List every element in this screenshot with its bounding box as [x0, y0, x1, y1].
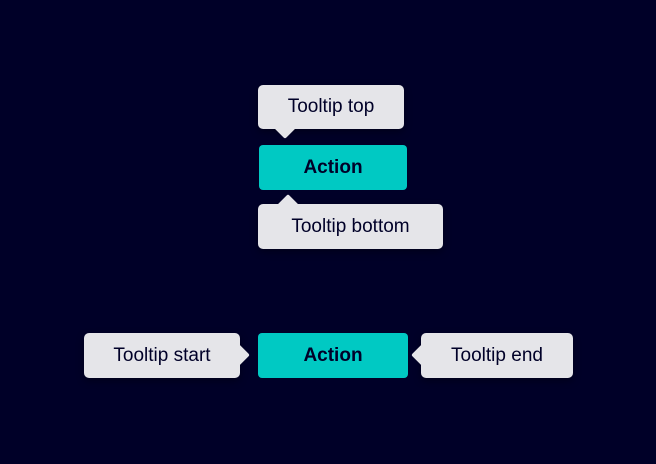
tooltip-arrow-right: [230, 345, 250, 365]
tooltip-arrow-left: [411, 345, 431, 365]
tooltip-top: Tooltip top: [258, 85, 404, 139]
tooltip-end: Tooltip end: [411, 333, 573, 378]
tooltip-bottom-label: Tooltip bottom: [291, 215, 410, 237]
tooltip-arrow-down: [275, 119, 295, 139]
tooltip-top-label: Tooltip top: [287, 96, 375, 117]
tooltip-end-label: Tooltip end: [451, 344, 543, 366]
action-button-label: Action: [303, 344, 363, 366]
action-button-horizontal[interactable]: Action: [258, 333, 408, 378]
action-button-vertical[interactable]: Action: [259, 145, 407, 190]
tooltip-bottom: Tooltip bottom: [258, 194, 443, 249]
tooltip-arrow-up: [278, 194, 298, 214]
tooltip-start-label: Tooltip start: [113, 344, 211, 366]
action-button-label: Action: [303, 156, 363, 178]
tooltip-start: Tooltip start: [84, 333, 250, 378]
